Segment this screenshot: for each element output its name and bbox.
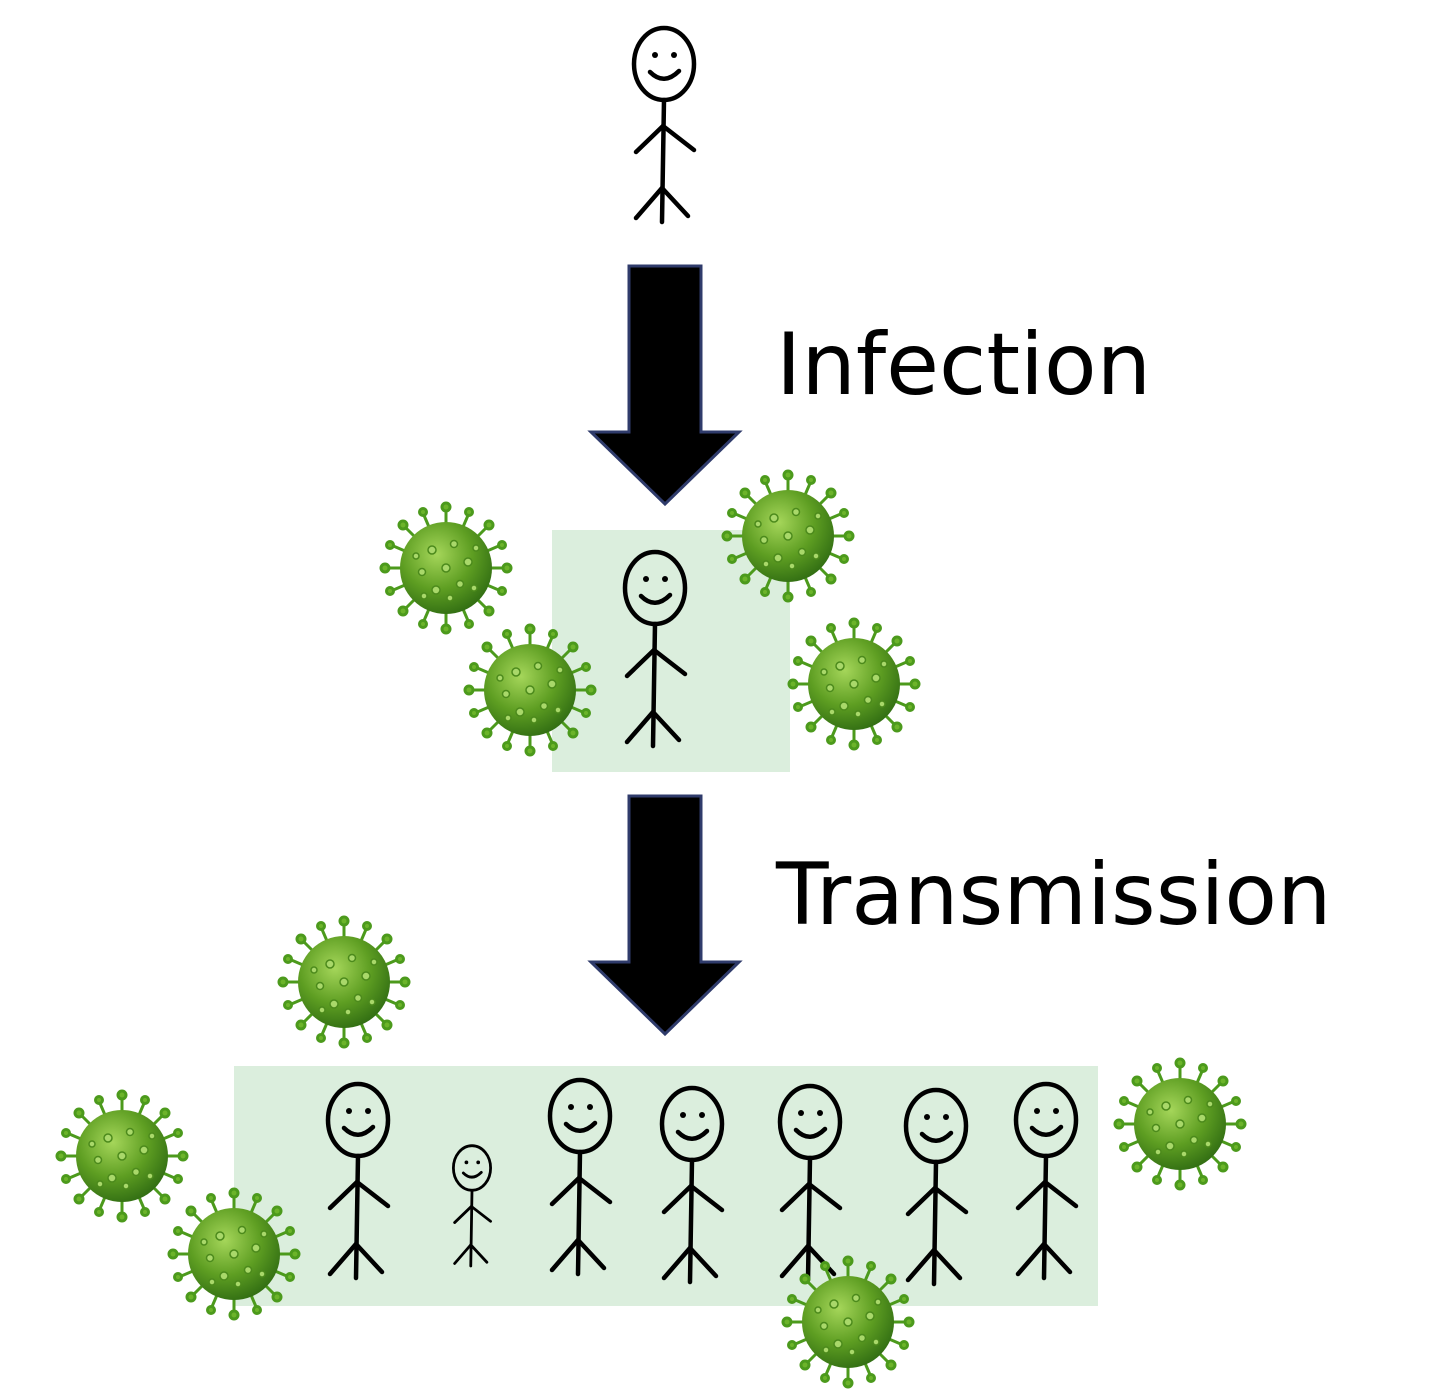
transmission-arrow [589, 794, 741, 1036]
virus-icon [781, 1255, 915, 1389]
stick-figure-icon [634, 28, 694, 222]
down-arrow-icon [589, 264, 741, 506]
virus-icon [1113, 1057, 1247, 1191]
virus-icon [379, 501, 513, 635]
virus-icon [167, 1187, 301, 1321]
healthy-person [634, 28, 694, 222]
infection-label: Infection [776, 315, 1152, 415]
virus-icon [277, 915, 411, 1049]
infection-arrow [589, 264, 741, 506]
virus-icon [463, 623, 597, 757]
down-arrow-icon [589, 794, 741, 1036]
virus-icon [787, 617, 921, 751]
transmission-label: Transmission [776, 845, 1332, 945]
virus-icon [55, 1089, 189, 1223]
virus-icon [721, 469, 855, 603]
